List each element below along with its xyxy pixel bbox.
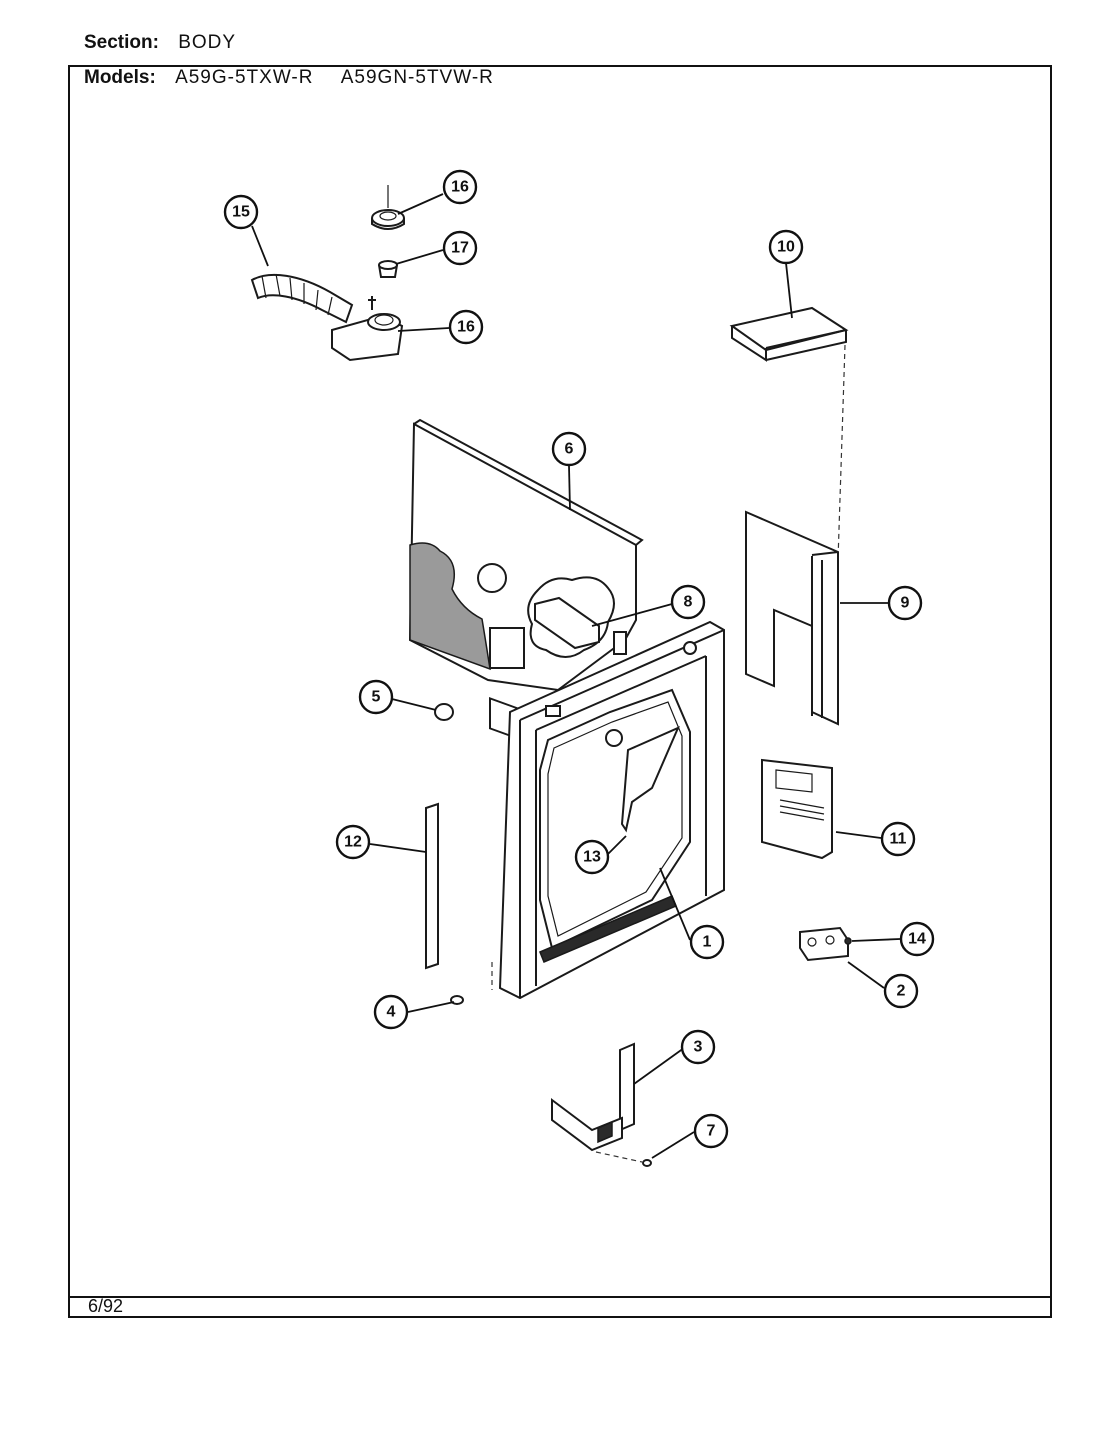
models-header: Models: A59G-5TXW-R A59GN-5TVW-R [84,67,494,89]
callout-13: 13 [574,839,610,875]
model-number-2: A59GN-5TVW-R [340,67,494,88]
side-channel-part [745,510,839,726]
callout-7: 7 [693,1113,729,1149]
nut-and-insert-parts [371,185,405,278]
callout-6-label: 6 [565,441,574,458]
callout-2-label: 2 [897,983,906,1000]
callout-9: 9 [887,585,923,621]
callout-3-label: 3 [694,1039,703,1056]
callout-16-bottom: 16 [448,309,484,345]
bumper-part [434,703,454,721]
front-panel-part [498,620,725,1000]
section-value: BODY [178,32,237,53]
callout-8-label: 8 [684,594,693,611]
callout-17-label: 17 [451,240,469,257]
callout-15: 15 [223,194,259,230]
callout-16-top-label: 16 [451,179,469,196]
callout-8: 8 [670,584,706,620]
callout-6: 6 [551,431,587,467]
callout-4: 4 [373,994,409,1030]
callout-12-label: 12 [344,834,362,851]
callout-16-bottom-label: 16 [457,319,475,336]
callout-5: 5 [358,679,394,715]
callout-1-label: 1 [703,934,712,951]
callout-14: 14 [899,921,935,957]
leader-lines [251,193,901,1159]
callout-16-top: 16 [442,169,478,205]
callout-10-label: 10 [777,239,795,256]
fill-hose-part [250,273,404,362]
callout-9-label: 9 [901,595,910,612]
callout-1: 1 [689,924,725,960]
callout-7-label: 7 [707,1123,716,1140]
footer-date: 6/92 [88,1296,124,1316]
model-number-1: A59G-5TXW-R [175,67,314,88]
pin-part [642,1159,652,1167]
footer-divider [70,1296,1050,1298]
hinge-strip-part [425,802,439,970]
callout-11-label: 11 [890,831,907,848]
callout-14-label: 14 [908,931,926,948]
callout-15-label: 15 [232,204,250,221]
callout-13-label: 13 [583,849,601,866]
callout-12: 12 [335,824,371,860]
diagram-frame [68,65,1052,1318]
section-label: Section: [84,32,159,53]
callout-17: 17 [442,230,478,266]
models-label: Models: [84,67,156,88]
callout-10: 10 [768,229,804,265]
callout-3: 3 [680,1029,716,1065]
access-plate-part [761,758,833,860]
top-cover-part [729,306,849,362]
leg-bracket-part [551,1042,643,1163]
callout-5-label: 5 [372,689,381,706]
bracket-part [799,926,852,962]
callout-2: 2 [883,973,919,1009]
callout-11: 11 [880,821,916,857]
section-header: Section: BODY [84,32,236,54]
callout-4-label: 4 [387,1004,396,1021]
